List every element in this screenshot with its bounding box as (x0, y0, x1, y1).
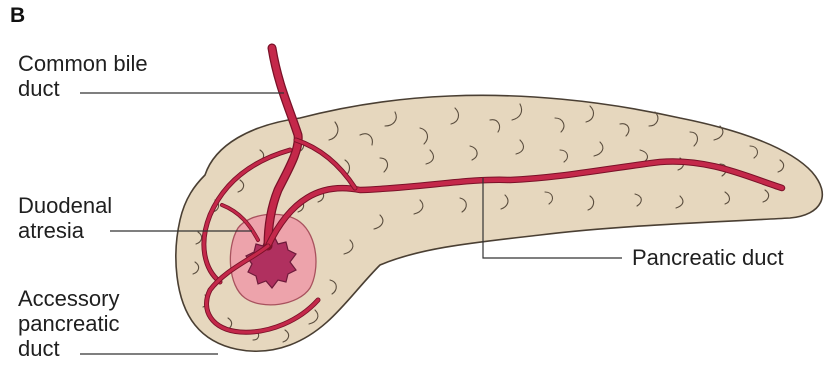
label-duodenal-atresia: Duodenal atresia (18, 193, 112, 243)
label-pancreatic-duct: Pancreatic duct (632, 245, 784, 270)
label-accessory-pancreatic-duct: Accessory pancreatic duct (18, 286, 120, 361)
panel-letter: B (10, 4, 25, 28)
label-common-bile-duct: Common bile duct (18, 51, 148, 101)
